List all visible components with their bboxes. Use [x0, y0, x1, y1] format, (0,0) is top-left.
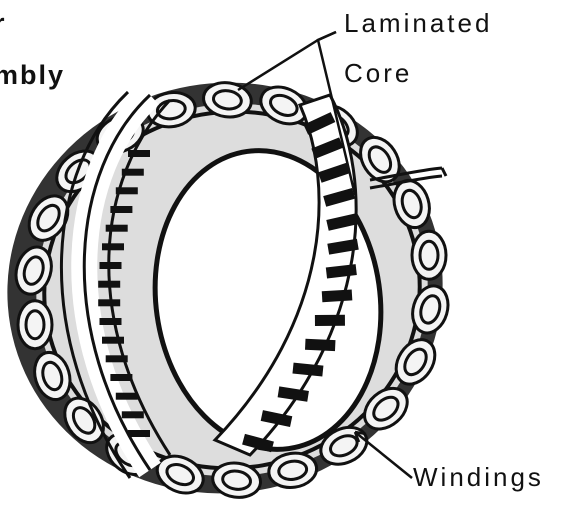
left-slot — [128, 150, 150, 157]
left-slot — [122, 411, 144, 418]
left-slot — [100, 262, 122, 269]
core-slot — [315, 315, 345, 326]
winding-loop — [18, 301, 52, 349]
left-slot — [106, 355, 128, 362]
laminated-core-label-line1: Laminated — [344, 8, 492, 39]
core-leader-left — [238, 32, 336, 90]
left-slot — [128, 430, 150, 437]
winding-loop — [412, 231, 446, 279]
title-line-1: r — [0, 8, 7, 39]
core-slot — [305, 339, 335, 351]
left-slot — [122, 169, 144, 176]
left-slot — [98, 281, 120, 288]
left-slot — [110, 206, 132, 213]
laminated-core-label-line2: Core — [344, 58, 412, 89]
windings-leader — [355, 432, 412, 478]
left-slot — [116, 393, 138, 400]
left-slot — [98, 299, 120, 306]
title-line-2: mbly — [0, 60, 65, 91]
left-slot — [110, 374, 132, 381]
left-slot — [106, 225, 128, 232]
left-slot — [100, 318, 122, 325]
left-slot — [102, 243, 124, 250]
left-slot — [102, 337, 124, 344]
left-slot — [116, 187, 138, 194]
core-slot — [322, 289, 353, 302]
windings-label: Windings — [413, 462, 544, 493]
